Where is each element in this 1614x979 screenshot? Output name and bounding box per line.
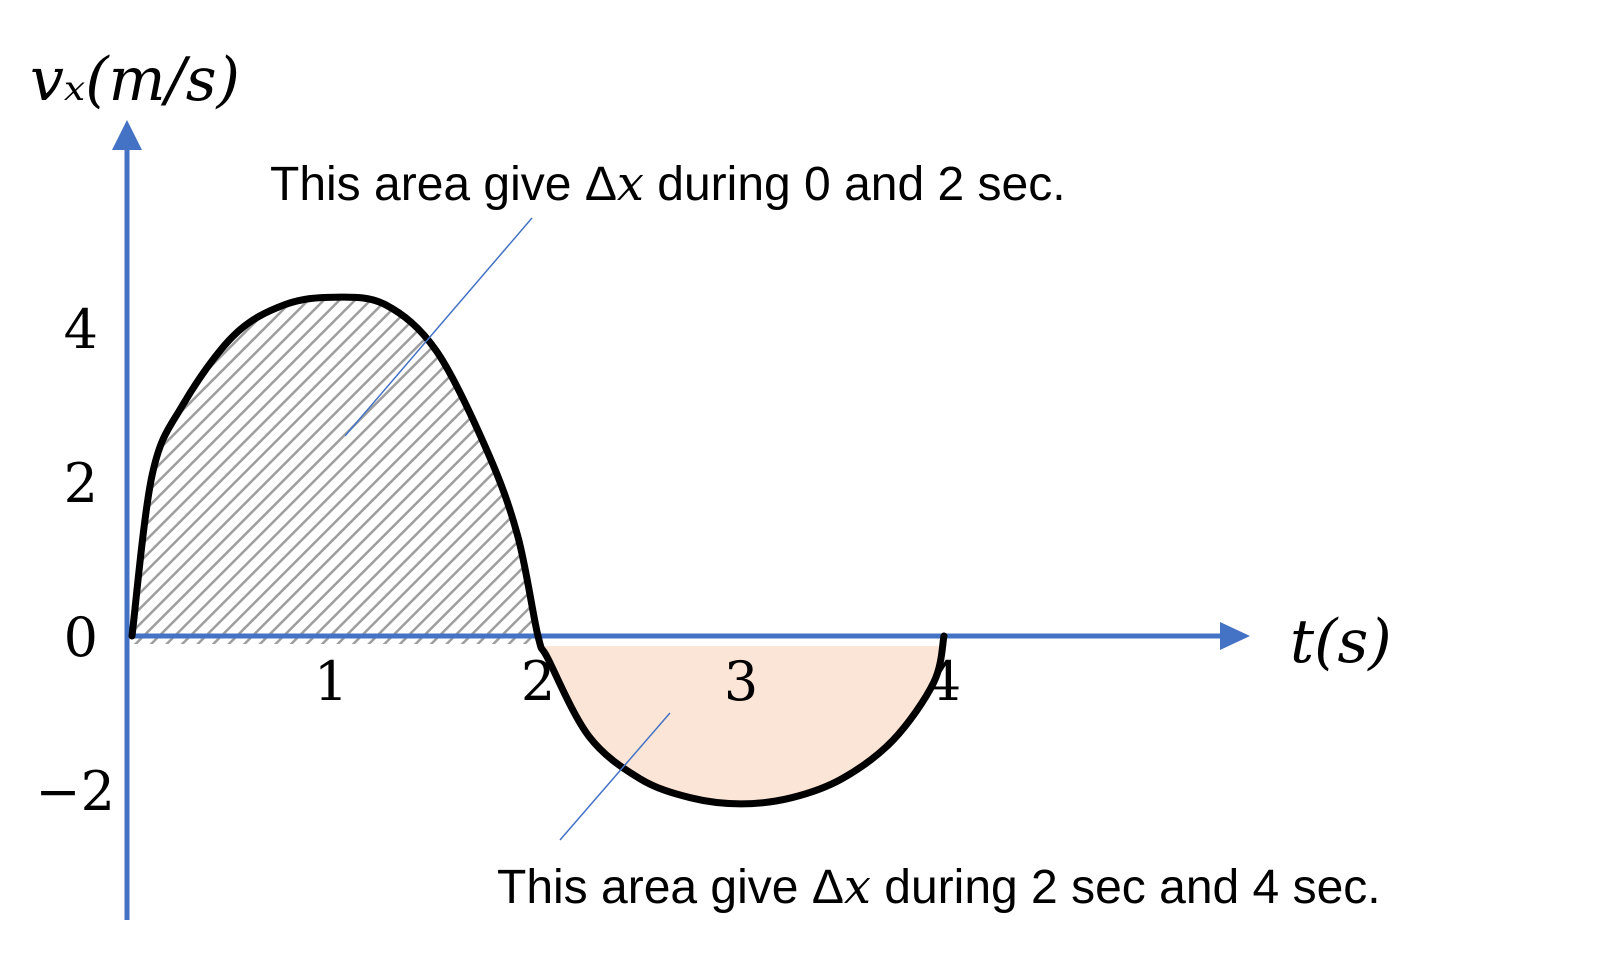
annotation-top-text-end: during 0 and 2 sec. — [644, 158, 1066, 211]
y-tick-label-4: 4 — [64, 298, 98, 361]
x-tick-label-4: 4 — [927, 650, 961, 713]
annotation-top-text: This area give — [270, 158, 585, 211]
hatched-area-positive — [132, 297, 538, 644]
annotation-bottom-delta: Δ — [812, 861, 844, 914]
y-tick-label-2: 2 — [64, 452, 98, 515]
y-axis-arrowhead — [112, 120, 142, 150]
y-tick-label-0: 0 — [64, 606, 98, 669]
y-tick-label-neg2: −2 — [35, 760, 115, 823]
annotation-top: This area give Δx during 0 and 2 sec. — [270, 156, 1066, 212]
annotation-leader-top — [344, 217, 533, 437]
annotation-top-delta: Δ — [585, 158, 617, 211]
velocity-curve — [128, 293, 948, 808]
x-tick-label-2: 2 — [521, 650, 555, 713]
annotation-bottom-text: This area give — [497, 861, 812, 914]
x-axis-arrowhead — [1220, 622, 1250, 650]
annotation-top-var: x — [617, 156, 644, 212]
x-tick-label-1: 1 — [314, 650, 348, 713]
annotation-bottom-text-end: during 2 sec and 4 sec. — [871, 861, 1381, 914]
annotation-bottom-var: x — [844, 859, 871, 915]
annotation-bottom: This area give Δx during 2 sec and 4 sec… — [497, 859, 1381, 915]
y-axis-label: vₓ(m/s) — [30, 45, 240, 115]
annotation-leader-bottom — [559, 712, 671, 841]
x-axis-label: t(s) — [1290, 607, 1392, 677]
x-tick-label-3: 3 — [724, 650, 758, 713]
shaded-area-negative — [538, 636, 944, 804]
